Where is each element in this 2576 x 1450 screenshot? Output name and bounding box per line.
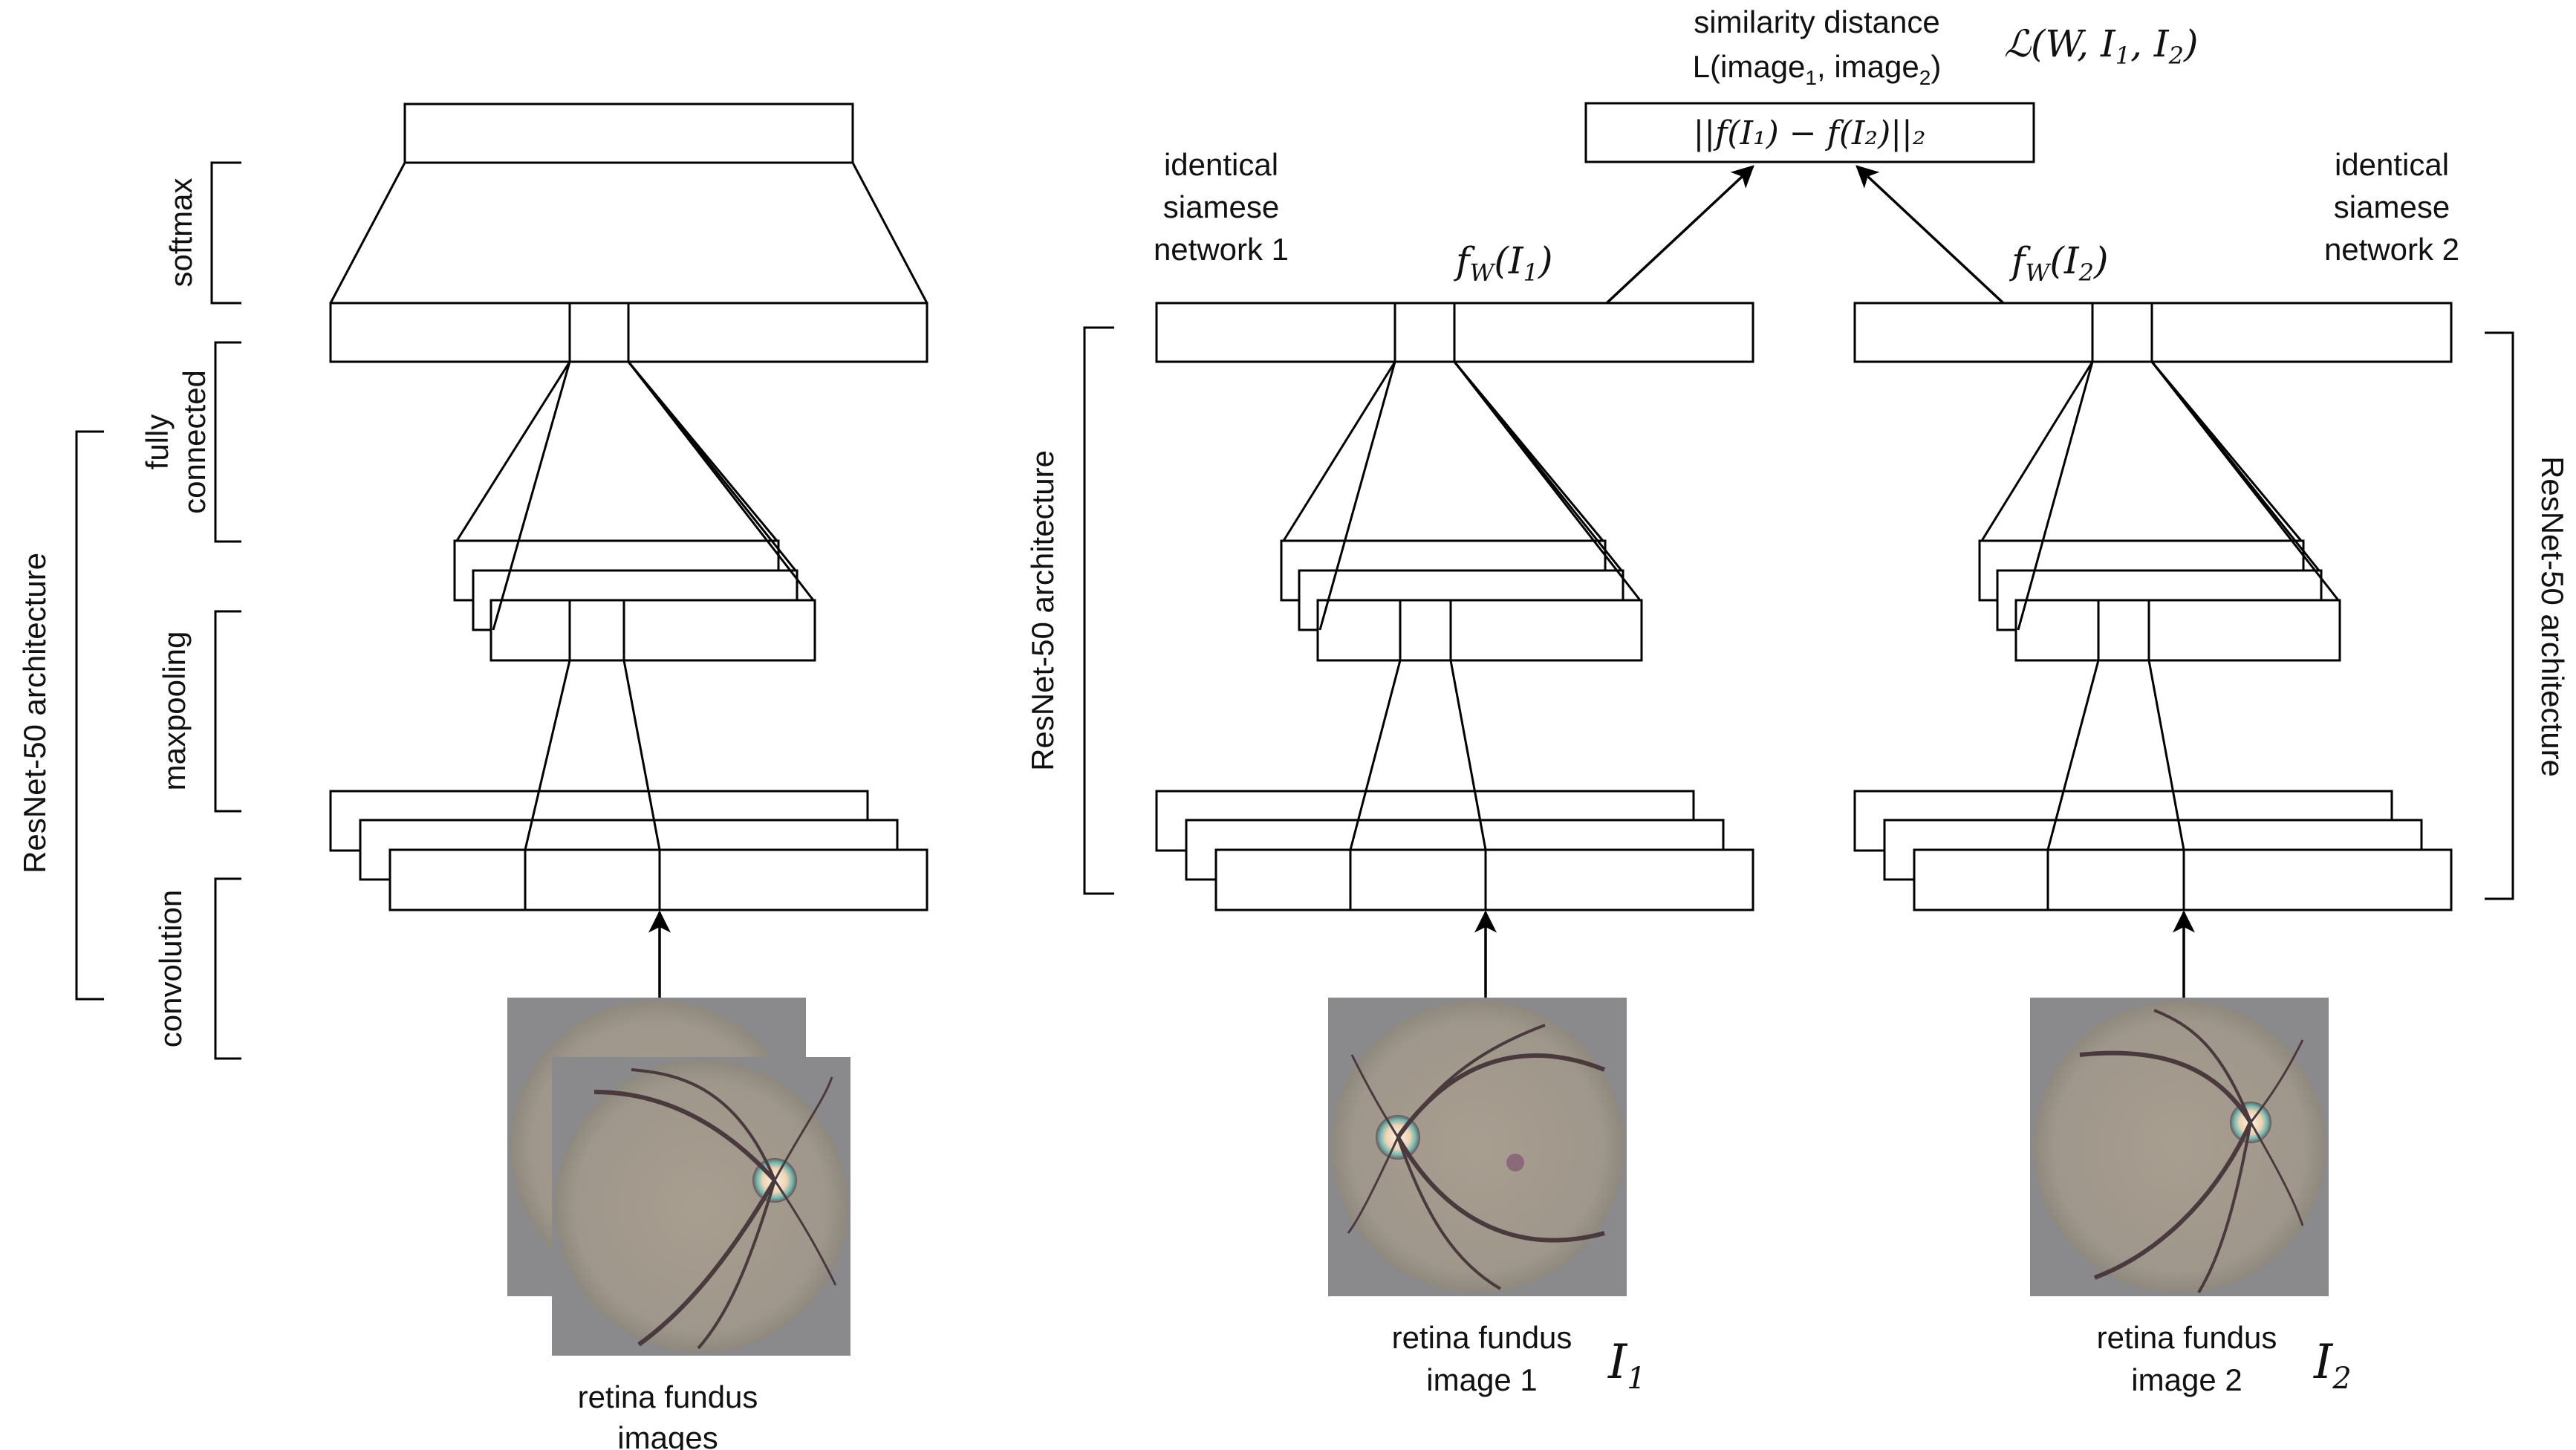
fully-connected-label-2: connected bbox=[177, 370, 212, 514]
bracket bbox=[214, 877, 241, 1060]
network-2-label-2: siamese bbox=[2334, 189, 2450, 224]
fc-unit-box bbox=[2091, 302, 2153, 363]
connector-line bbox=[329, 162, 406, 304]
connector-line bbox=[1282, 361, 1396, 542]
input-symbol: I2 bbox=[2313, 1335, 2352, 1396]
connector-line bbox=[492, 361, 571, 631]
connector-line bbox=[455, 361, 571, 542]
input-symbol: I1 bbox=[1607, 1335, 1646, 1396]
siamese-network-1: identical siamese network 1 fW(I1) ResNe… bbox=[1025, 147, 1754, 1397]
connector-line bbox=[2046, 660, 2100, 851]
bracket bbox=[214, 610, 241, 813]
input-label-2: image 2 bbox=[2131, 1362, 2242, 1397]
connector-line bbox=[2017, 361, 2094, 631]
architecture-bracket bbox=[75, 430, 104, 1001]
connector-line bbox=[1318, 361, 1396, 631]
connector-line bbox=[2150, 361, 2340, 601]
loss-symbol: ℒ(W, I1, I2) bbox=[2004, 22, 2199, 70]
network-2-label-3: network 2 bbox=[2324, 232, 2459, 267]
connector-line bbox=[524, 660, 571, 851]
left-network: softmax fully connected maxpooling convo… bbox=[17, 103, 928, 1450]
fundus-image-icon bbox=[2030, 998, 2329, 1296]
maxpool-box bbox=[2014, 599, 2341, 662]
fc-unit-box bbox=[568, 302, 630, 363]
loss-box bbox=[1584, 102, 2035, 163]
connector-line bbox=[1980, 361, 2094, 542]
connector-line bbox=[2147, 660, 2185, 851]
connector-line bbox=[1453, 361, 1642, 601]
bracket bbox=[210, 161, 241, 305]
siamese-network-2: identical siamese network 2 fW(I2) ResNe… bbox=[1853, 147, 2570, 1397]
connector-line bbox=[627, 361, 815, 601]
fundus-image-icon bbox=[1328, 998, 1627, 1296]
network-1-label-3: network 1 bbox=[1154, 232, 1289, 267]
loss-formula: ||f(I₁) − f(I₂)||₂ bbox=[1693, 114, 1925, 152]
arrow-up-icon bbox=[1855, 165, 2005, 305]
connector-line bbox=[1449, 660, 1487, 851]
architecture-label: ResNet-50 architecture bbox=[2535, 456, 2570, 777]
softmax-label: softmax bbox=[163, 178, 198, 287]
architecture-bracket bbox=[1083, 326, 1114, 895]
convolution-label: convolution bbox=[153, 890, 188, 1047]
input-label-1: retina fundus bbox=[2097, 1320, 2277, 1355]
architecture-label: ResNet-50 architecture bbox=[17, 553, 52, 874]
connector-line bbox=[1349, 660, 1402, 851]
architecture-label: ResNet-50 architecture bbox=[1025, 450, 1060, 771]
input-label-2: image 1 bbox=[1426, 1362, 1537, 1397]
input-label-1: retina fundus bbox=[1392, 1320, 1572, 1355]
connector-line bbox=[622, 660, 661, 851]
input-label-2: images bbox=[617, 1420, 718, 1450]
network-1-label-2: siamese bbox=[1163, 189, 1279, 224]
network-2-output: fW(I2) bbox=[2009, 239, 2109, 287]
network-1-label-1: identical bbox=[1164, 147, 1278, 182]
input-label-1: retina fundus bbox=[578, 1379, 758, 1414]
arrow-up-icon bbox=[1605, 165, 1754, 305]
connector-line bbox=[851, 162, 928, 304]
fc-unit-box bbox=[1393, 302, 1456, 363]
fully-connected-label-1: fully bbox=[140, 414, 175, 470]
network-1-output: fW(I1) bbox=[1453, 239, 1553, 287]
maxpool-box bbox=[1316, 599, 1643, 662]
similarity-title: similarity distance bbox=[1694, 4, 1939, 39]
softmax-box bbox=[403, 103, 854, 164]
maxpool-box bbox=[489, 599, 816, 662]
maxpooling-label: maxpooling bbox=[157, 631, 192, 791]
bracket bbox=[214, 341, 241, 543]
loss-section: similarity distance L(image1, image2) ℒ(… bbox=[1584, 4, 2199, 163]
fundus-image-icon bbox=[552, 1057, 850, 1356]
similarity-formula-text: L(image1, image2) bbox=[1693, 49, 1942, 89]
architecture-bracket bbox=[2485, 331, 2514, 900]
network-2-label-1: identical bbox=[2335, 147, 2449, 182]
